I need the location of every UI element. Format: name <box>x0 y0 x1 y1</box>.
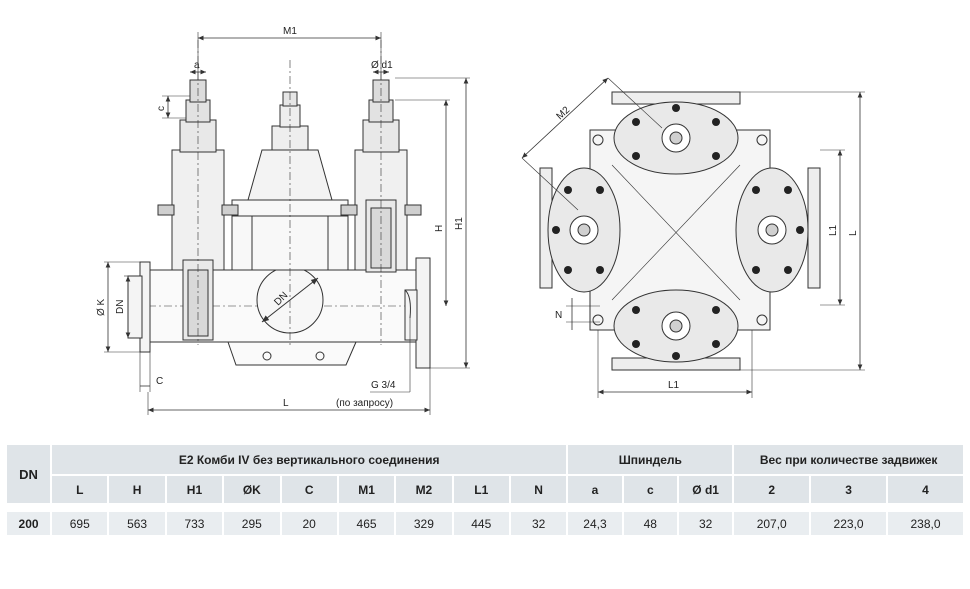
table-cell: 563 <box>109 512 165 535</box>
dim-label-d1: Ø d1 <box>371 60 393 71</box>
col-header: M1 <box>338 476 395 503</box>
col-header: H1 <box>166 476 223 503</box>
col-header: 4 <box>887 476 963 503</box>
group-header-spindle: Шпиндель <box>568 445 733 474</box>
table-cell: 207,0 <box>734 512 810 535</box>
dim-label-dk: Ø K <box>96 298 107 316</box>
spec-table: DN E2 Комби IV без вертикального соедине… <box>5 443 965 537</box>
col-header: 2 <box>734 476 810 503</box>
table-cell: 48 <box>623 512 677 535</box>
table-spacer-row <box>7 505 963 510</box>
dim-label-h1: H1 <box>454 217 465 230</box>
dim-label-n: N <box>555 310 562 321</box>
col-header: Ø d1 <box>678 476 733 503</box>
group-header-main: E2 Комби IV без вертикального соединения <box>52 445 567 474</box>
table-cell: 32 <box>510 512 567 535</box>
dim-label-l: L <box>283 398 289 409</box>
table-cell: 445 <box>453 512 509 535</box>
dim-label-m2: M2 <box>555 104 573 122</box>
col-header: L1 <box>453 476 509 503</box>
table-cell: 32 <box>678 512 733 535</box>
table-cell: 20 <box>281 512 337 535</box>
table-cell: 465 <box>338 512 395 535</box>
dim-label-by-request: (по запросу) <box>336 398 393 409</box>
dim-label-c-small: c <box>156 106 167 111</box>
col-header: c <box>623 476 677 503</box>
cell-dn: 200 <box>7 512 51 535</box>
dim-label-l-right: L <box>848 230 859 236</box>
col-header: C <box>281 476 337 503</box>
table-cell: 695 <box>52 512 108 535</box>
table-row: 200 695 563 733 295 20 465 329 445 32 24… <box>7 512 963 535</box>
dim-label-l1-right: L1 <box>828 224 839 236</box>
table-sub-header-row: L H H1 ØK C M1 M2 L1 N a c Ø d1 2 3 4 <box>7 476 963 503</box>
table-group-header-row: DN E2 Комби IV без вертикального соедине… <box>7 445 963 503</box>
col-header: H <box>109 476 165 503</box>
dim-label-g34: G 3/4 <box>371 380 396 391</box>
dim-label-h: H <box>434 225 445 232</box>
col-header-dn: DN <box>7 445 51 503</box>
dim-label-m1: M1 <box>283 26 297 37</box>
dim-label-c-bottom: C <box>156 376 163 387</box>
dim-label-a: a <box>194 60 200 71</box>
side-view <box>104 32 470 415</box>
top-view <box>521 77 865 398</box>
table-cell: 295 <box>224 512 280 535</box>
col-header: L <box>52 476 108 503</box>
table-cell: 733 <box>166 512 223 535</box>
col-header: 3 <box>811 476 886 503</box>
table-cell: 238,0 <box>887 512 963 535</box>
col-header: a <box>568 476 622 503</box>
col-header: M2 <box>396 476 452 503</box>
dim-label-dn-left: DN <box>115 300 126 314</box>
table-cell: 223,0 <box>811 512 886 535</box>
group-header-weight: Вес при количестве задвижек <box>734 445 963 474</box>
table-cell: 329 <box>396 512 452 535</box>
col-header: N <box>510 476 567 503</box>
dim-label-l1-bottom: L1 <box>668 380 680 391</box>
col-header: ØK <box>224 476 280 503</box>
table-cell: 24,3 <box>568 512 622 535</box>
technical-drawing: M1 a Ø d1 c H H1 Ø K DN DN C L G 3/4 (по… <box>96 26 865 415</box>
